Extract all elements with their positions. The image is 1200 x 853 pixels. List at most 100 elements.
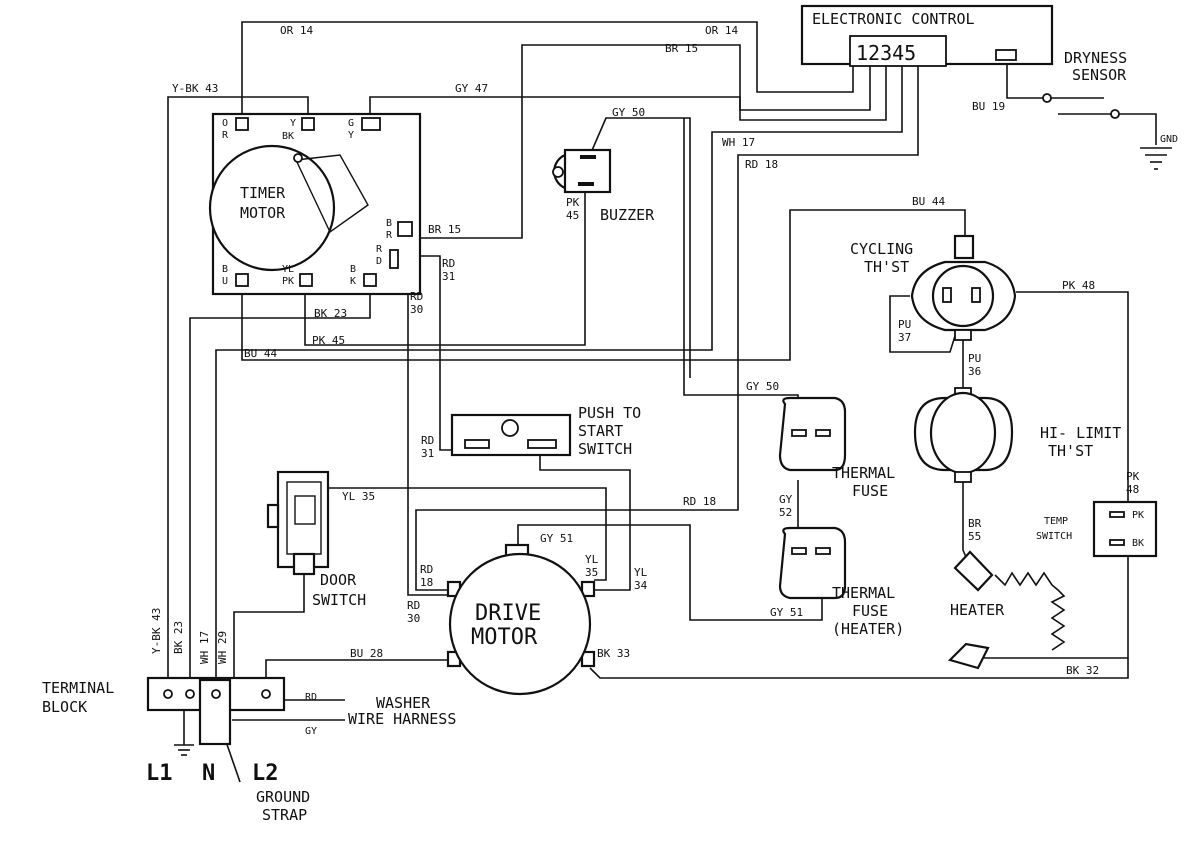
timer-term-or-2: R bbox=[222, 130, 229, 141]
wire-label: 30 bbox=[407, 612, 420, 625]
electronic-control-title: ELECTRONIC CONTROL bbox=[812, 10, 975, 28]
timer-motor: TIMER MOTOR O R Y BK G Y B R R D B U YL … bbox=[208, 112, 422, 296]
wire-label: 52 bbox=[779, 506, 792, 519]
temp-switch-pk: PK bbox=[1132, 510, 1144, 521]
wire-label: BR 15 bbox=[428, 223, 461, 236]
wire-label: GY 51 bbox=[540, 532, 573, 545]
timer-term-or-1: O bbox=[222, 118, 228, 129]
thermal-fuse-label-1: THERMAL bbox=[832, 464, 895, 482]
timer-motor-label-1: TIMER bbox=[240, 184, 286, 202]
wire-label: GY bbox=[779, 493, 793, 506]
wire-label: 34 bbox=[634, 579, 648, 592]
wire-label: BK 23 bbox=[314, 307, 347, 320]
temp-switch-label-2: SWITCH bbox=[1036, 531, 1072, 542]
temp-switch-label-1: TEMP bbox=[1044, 516, 1068, 527]
wire-label: 35 bbox=[585, 566, 598, 579]
ground-strap-label-1: GROUND bbox=[256, 788, 310, 806]
wire-label: 48 bbox=[1126, 483, 1139, 496]
thermal-fuse-heater-label-2: FUSE bbox=[852, 602, 888, 620]
wire-label: BK 23 bbox=[172, 621, 185, 654]
wire-label: 31 bbox=[442, 270, 455, 283]
drive-motor: DRIVE MOTOR bbox=[446, 543, 596, 696]
wire-label: PK 45 bbox=[312, 334, 345, 347]
electronic-control: ELECTRONIC CONTROL 12345 bbox=[800, 4, 1054, 67]
push-to-start-label-1: PUSH TO bbox=[578, 404, 641, 422]
terminal-l1: L1 bbox=[146, 761, 173, 786]
heater: HEATER bbox=[947, 550, 1005, 670]
wire-label: BU 28 bbox=[350, 647, 383, 660]
wire-label: BU 19 bbox=[972, 100, 1005, 113]
wire-label: WH 17 bbox=[722, 136, 755, 149]
washer-harness-gy: GY bbox=[305, 726, 317, 737]
heater-label: HEATER bbox=[950, 601, 1005, 619]
timer-term-bu-1: B bbox=[222, 264, 228, 275]
wire-label: YL bbox=[634, 566, 648, 579]
timer-term-bk-1: B bbox=[350, 264, 356, 275]
timer-term-br-2: R bbox=[386, 230, 393, 241]
drive-motor-label-2: MOTOR bbox=[471, 625, 538, 650]
dryness-sensor-label-1: DRYNESS bbox=[1064, 49, 1127, 67]
drive-motor-label-1: DRIVE bbox=[475, 601, 541, 626]
wire-label: YL bbox=[585, 553, 599, 566]
cycling-thermostat-label-1: CYCLING bbox=[850, 240, 913, 258]
door-switch-label-2: SWITCH bbox=[312, 591, 366, 609]
timer-term-rd-2: D bbox=[376, 256, 382, 267]
timer-term-rd-1: R bbox=[376, 244, 383, 255]
wire-label: OR 14 bbox=[280, 24, 313, 37]
wire-label: 45 bbox=[566, 209, 579, 222]
hi-limit-label-2: TH'ST bbox=[1048, 442, 1093, 460]
wire-label: RD bbox=[407, 599, 420, 612]
wiring-lines bbox=[167, 21, 1172, 783]
wire-label: PU bbox=[968, 352, 981, 365]
wire-label: 37 bbox=[898, 331, 911, 344]
wire-label: BK 32 bbox=[1066, 664, 1099, 677]
gnd-label: GND bbox=[1160, 134, 1178, 145]
door-switch-label-1: DOOR bbox=[320, 571, 357, 589]
wire-label: 36 bbox=[968, 365, 981, 378]
wire-label: PK bbox=[566, 196, 580, 209]
wire-label: OR 14 bbox=[705, 24, 738, 37]
terminal-n: N bbox=[202, 761, 215, 786]
wire-label: GY 47 bbox=[455, 82, 488, 95]
timer-term-pk: PK bbox=[282, 276, 294, 287]
thermal-fuse-label-2: FUSE bbox=[852, 482, 888, 500]
thermal-fuse-heater-label-3: (HEATER) bbox=[832, 620, 904, 638]
door-switch: DOOR SWITCH bbox=[266, 470, 366, 609]
wire-label: GY 51 bbox=[770, 606, 803, 619]
thermal-fuse-heater-label-1: THERMAL bbox=[832, 584, 895, 602]
wire-label: 30 bbox=[410, 303, 423, 316]
wire-label: 55 bbox=[968, 530, 981, 543]
timer-motor-label-2: MOTOR bbox=[240, 204, 286, 222]
dryness-sensor: DRYNESS SENSOR GND bbox=[1042, 49, 1178, 145]
wire-labels: OR 14 OR 14 BR 15 Y-BK 43 GY 47 GY 50 WH… bbox=[150, 24, 1140, 677]
washer-harness-label-1: WASHER bbox=[376, 694, 431, 712]
washer-wire-harness: WASHER WIRE HARNESS RD GY bbox=[305, 692, 456, 737]
wire-label: BU 44 bbox=[244, 347, 277, 360]
timer-term-gy-2: Y bbox=[348, 130, 354, 141]
cycling-thermostat: CYCLING TH'ST bbox=[850, 234, 1017, 341]
terminal-block-label-1: TERMINAL bbox=[42, 679, 114, 697]
wire-label: BU 44 bbox=[912, 195, 945, 208]
thermal-fuse: THERMAL FUSE bbox=[778, 396, 895, 500]
wire-label: GY 50 bbox=[612, 106, 645, 119]
wire-label: PK 48 bbox=[1062, 279, 1095, 292]
wire-label: PU bbox=[898, 318, 911, 331]
wire-label: PK bbox=[1126, 470, 1140, 483]
temp-switch-bk: BK bbox=[1132, 538, 1144, 549]
washer-harness-label-2: WIRE HARNESS bbox=[348, 710, 456, 728]
timer-term-y: Y bbox=[290, 118, 296, 129]
terminal-l2: L2 bbox=[252, 761, 279, 786]
hi-limit-thermostat: HI- LIMIT TH'ST bbox=[913, 387, 1121, 483]
ground-strap-label-2: STRAP bbox=[262, 806, 307, 824]
wire-label: RD bbox=[410, 290, 423, 303]
timer-term-bu-2: U bbox=[222, 276, 228, 287]
wire-label: RD 18 bbox=[745, 158, 778, 171]
hi-limit-label-1: HI- LIMIT bbox=[1040, 424, 1121, 442]
temp-switch: PK BK TEMP SWITCH bbox=[1036, 500, 1158, 558]
wire-label: WH 17 bbox=[198, 631, 211, 664]
timer-term-bk-2: K bbox=[350, 276, 356, 287]
wire-label: YL 35 bbox=[342, 490, 375, 503]
wire-label: RD 18 bbox=[683, 495, 716, 508]
wire-label: GY 50 bbox=[746, 380, 779, 393]
